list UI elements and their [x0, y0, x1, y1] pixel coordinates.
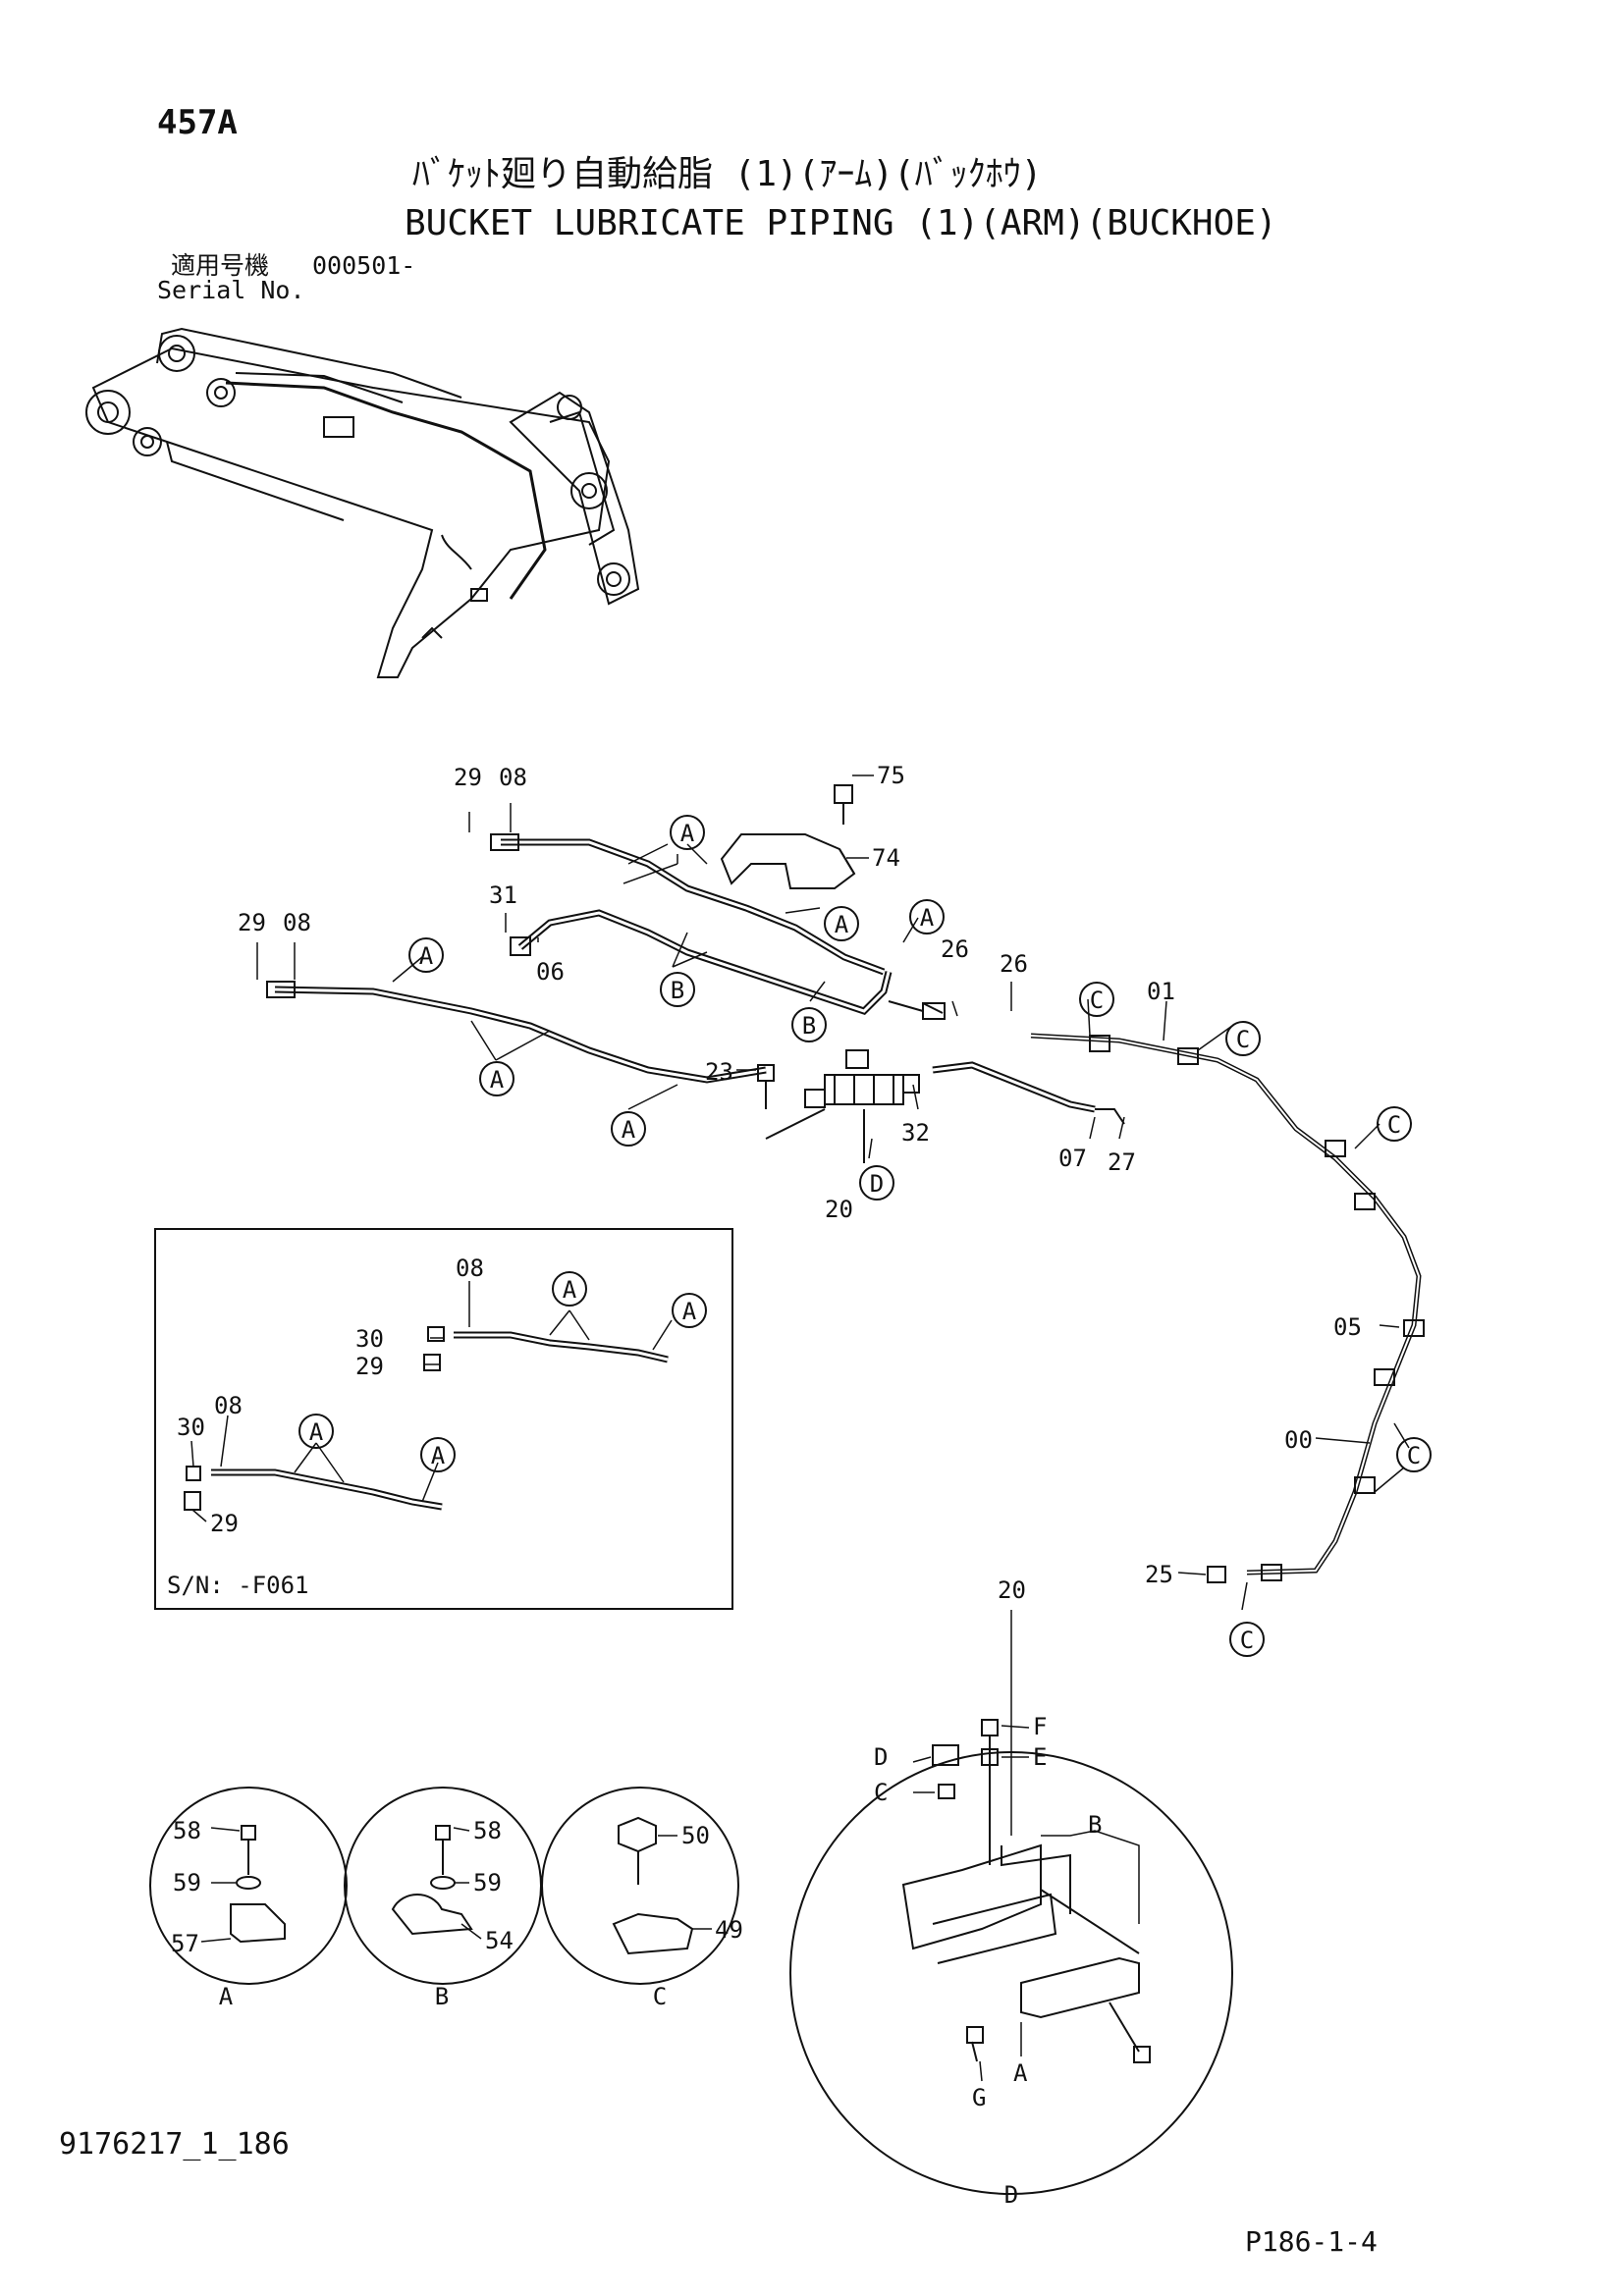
callout-a-1: A — [680, 820, 695, 847]
callout-d-1: D — [870, 1170, 884, 1198]
inset-part-08-lower: 08 — [214, 1392, 243, 1419]
page-code: 457A — [157, 103, 238, 142]
callout-a-10: A — [431, 1442, 446, 1469]
part-20-detail: 20 — [998, 1576, 1026, 1604]
part-08-left: 08 — [283, 909, 311, 936]
detail-circle-labels: A B C D — [219, 1983, 1018, 2209]
detail-d-letters: F D E C B A G — [874, 1713, 1102, 2111]
part-01: 01 — [1147, 978, 1175, 1005]
callout-letters: A A A A B B A A C C C C C D A A A A — [309, 820, 1421, 1654]
detail-d-letter-c: C — [874, 1779, 888, 1806]
detail-b-label: B — [435, 1983, 449, 2010]
detail-a-part-57: 57 — [171, 1930, 199, 1957]
inset-part-08-upper: 08 — [456, 1255, 484, 1282]
part-08-upper: 08 — [499, 764, 527, 791]
detail-d-letter-e: E — [1033, 1743, 1047, 1771]
callout-c-4: C — [1407, 1442, 1421, 1469]
title-japanese: ﾊﾞｹｯﾄ廻り自動給脂 (1)(ｱｰﾑ)(ﾊﾞｯｸﾎｳ) — [412, 154, 1043, 194]
part-26-a: 26 — [941, 935, 969, 963]
part-20-main: 20 — [825, 1196, 853, 1223]
page-reference: P186-1-4 — [1245, 2225, 1378, 2258]
detail-b-part-58: 58 — [473, 1817, 502, 1844]
serial-label-english: Serial No. — [157, 276, 305, 304]
inset-part-30-upper: 30 — [355, 1325, 384, 1353]
detail-a-part-59: 59 — [173, 1869, 201, 1896]
detail-c-label: C — [653, 1983, 667, 2010]
part-06: 06 — [536, 958, 565, 986]
lubrication-pipe — [1030, 1033, 1425, 1583]
detail-circle-c — [541, 1787, 739, 1985]
drawing-code: 9176217_1_186 — [59, 2127, 290, 2162]
part-00: 00 — [1284, 1426, 1313, 1454]
serial-value: 000501- — [312, 251, 416, 280]
detail-d-letter-f: F — [1033, 1713, 1047, 1740]
callout-a-5: A — [490, 1066, 505, 1094]
detail-b-part-59: 59 — [473, 1869, 502, 1896]
callout-circles — [298, 815, 1432, 1657]
inset-part-29-lower: 29 — [210, 1510, 239, 1537]
detail-d-label: D — [1004, 2181, 1018, 2209]
callout-a-8: A — [682, 1298, 697, 1325]
distributor-and-hose-07 — [757, 1049, 1125, 1163]
part-29-upper: 29 — [454, 764, 482, 791]
callout-a-9: A — [309, 1418, 324, 1446]
part-23: 23 — [705, 1058, 733, 1086]
detail-circle-a — [149, 1787, 348, 1985]
callout-a-6: A — [622, 1116, 636, 1144]
part-31: 31 — [489, 881, 517, 909]
upper-hose-assembly — [266, 833, 946, 1084]
detail-a-part-58: 58 — [173, 1817, 201, 1844]
detail-c-part-49: 49 — [715, 1916, 743, 1944]
inset-serial-note: S/N: -F061 — [167, 1572, 309, 1599]
title-english: BUCKET LUBRICATE PIPING (1)(ARM)(BUCKHOE… — [405, 203, 1277, 243]
part-75: 75 — [877, 762, 905, 789]
part-32: 32 — [901, 1119, 930, 1147]
callout-b-2: B — [802, 1012, 816, 1040]
detail-circle-d — [789, 1719, 1233, 2195]
detail-d-letter-b: B — [1088, 1811, 1102, 1839]
callout-c-3: C — [1387, 1111, 1401, 1139]
detail-d-letter-g: G — [972, 2084, 986, 2111]
callout-c-2: C — [1236, 1026, 1250, 1053]
leader-lines — [256, 774, 1410, 1836]
part-74: 74 — [872, 844, 900, 872]
part-26-b: 26 — [1000, 950, 1028, 978]
callout-c-5: C — [1240, 1627, 1254, 1654]
detail-c-part-50: 50 — [681, 1822, 710, 1849]
detail-a-label: A — [219, 1983, 234, 2010]
callout-a-4: A — [419, 942, 434, 970]
inset-part-30-lower: 30 — [177, 1414, 205, 1441]
part-25: 25 — [1145, 1561, 1173, 1588]
inset-part-29-upper: 29 — [355, 1353, 384, 1380]
callout-a-2: A — [835, 911, 849, 938]
part-numbers: 29 08 29 08 31 06 75 74 26 26 01 23 32 0… — [171, 762, 1362, 1957]
detail-d-letter-a: A — [1013, 2059, 1028, 2087]
cover-plate-74 — [720, 784, 856, 889]
detail-circle-b — [344, 1787, 542, 1985]
part-27: 27 — [1108, 1148, 1136, 1176]
detail-d-letter-d: D — [874, 1743, 888, 1771]
callout-c-1: C — [1090, 987, 1104, 1014]
callout-a-7: A — [563, 1276, 577, 1304]
detail-b-part-54: 54 — [485, 1927, 514, 1954]
callout-b-1: B — [671, 977, 684, 1004]
part-05: 05 — [1333, 1313, 1362, 1341]
callout-a-3: A — [920, 904, 935, 932]
part-29-left: 29 — [238, 909, 266, 936]
arm-overview-illustration — [85, 327, 640, 678]
serial-label-japanese: 適用号機 — [171, 251, 270, 280]
inset-box — [154, 1228, 733, 1610]
part-07: 07 — [1058, 1145, 1087, 1172]
